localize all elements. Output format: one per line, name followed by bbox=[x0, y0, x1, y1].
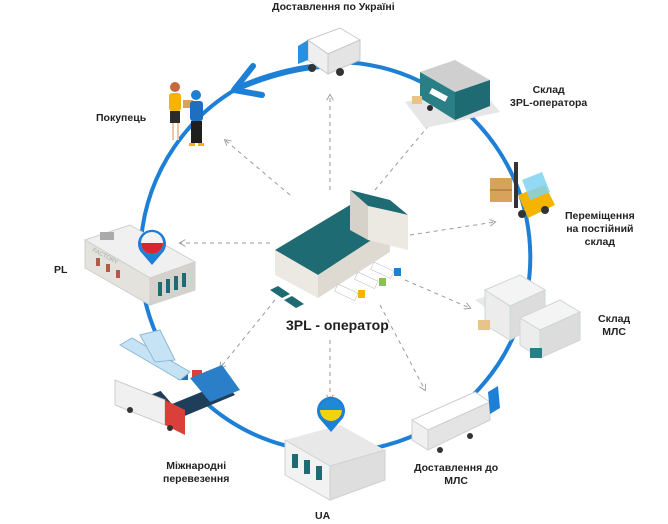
label-line: Доставлення по Україні bbox=[272, 1, 395, 13]
label-line: МЛС bbox=[602, 326, 626, 338]
connector-to-buyer bbox=[225, 140, 291, 196]
pl-location-pin-icon bbox=[138, 229, 166, 265]
label-pl: PL bbox=[54, 264, 67, 277]
buyer-courier-icon bbox=[169, 82, 204, 146]
forklift-icon bbox=[490, 162, 555, 218]
label-warehouse-mls: Склад МЛС bbox=[598, 313, 630, 339]
label-line: на постійний bbox=[566, 223, 634, 235]
label-line: Склад bbox=[598, 313, 631, 325]
label-line: Покупець bbox=[96, 112, 147, 124]
label-international: Міжнародні перевезення bbox=[163, 460, 229, 486]
label-line: Міжнародні bbox=[166, 460, 227, 472]
label-line: Доставлення до bbox=[414, 462, 499, 474]
cycle-arrow-head-icon bbox=[231, 63, 265, 98]
pl-factory-icon bbox=[83, 224, 197, 306]
label-line: склад bbox=[584, 236, 616, 248]
label-warehouse-3pl: Склад 3PL-оператора bbox=[510, 84, 587, 110]
truck-icon bbox=[410, 386, 500, 453]
label-line: перевезення bbox=[163, 473, 230, 485]
label-line: Переміщення bbox=[565, 210, 635, 222]
label-ua: UA bbox=[315, 510, 330, 523]
label-line: 3PL-оператора bbox=[510, 97, 588, 109]
label-delivery-ukraine: Доставлення по Україні bbox=[272, 1, 395, 14]
label-buyer: Покупець bbox=[96, 112, 146, 125]
ua-building-icon bbox=[284, 425, 386, 501]
delivery-van-icon bbox=[298, 27, 362, 76]
label-line: PL bbox=[54, 264, 68, 276]
label-move-permanent: Переміщення на постійний склад bbox=[565, 210, 635, 249]
label-line: UA bbox=[315, 510, 331, 522]
center-label-3pl-operator: 3PL - оператор bbox=[286, 317, 389, 333]
central-warehouse-icon bbox=[270, 190, 408, 308]
connector-to-move-permanent bbox=[409, 222, 495, 236]
warehouse-icon bbox=[405, 60, 500, 128]
label-line: МЛС bbox=[444, 475, 468, 487]
ua-location-pin-icon bbox=[317, 396, 346, 432]
dashed-connectors bbox=[180, 95, 495, 400]
warehouse-mls-icon bbox=[475, 274, 582, 359]
connector-to-warehouse-mls bbox=[404, 279, 470, 308]
airplane-ship-truck-icon bbox=[114, 329, 240, 435]
connector-to-warehouse-3pl bbox=[374, 112, 440, 191]
label-delivery-mls: Доставлення до МЛС bbox=[414, 462, 498, 488]
connector-to-delivery-mls bbox=[379, 304, 425, 390]
label-line: Склад bbox=[532, 84, 565, 96]
connector-to-international bbox=[220, 299, 276, 368]
